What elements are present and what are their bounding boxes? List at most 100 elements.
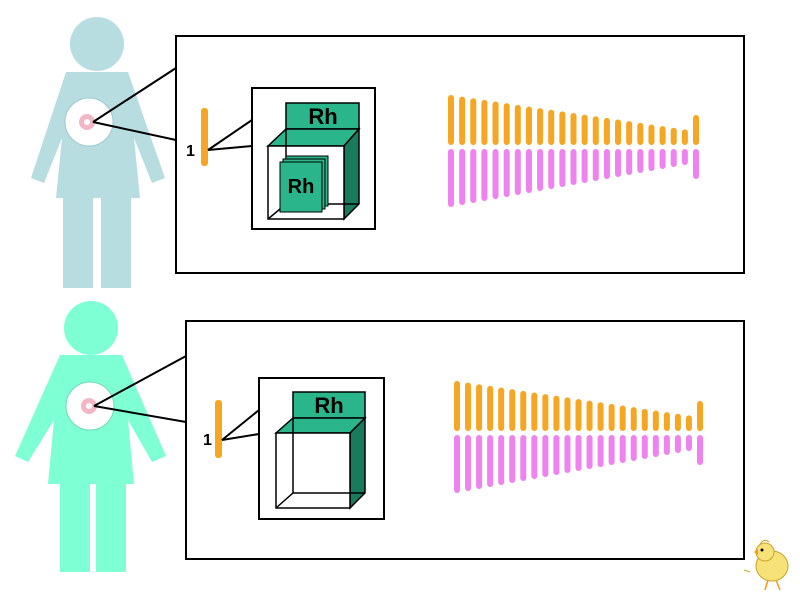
paternal-chromosome: [648, 149, 655, 171]
maternal-chromosome: [626, 121, 633, 145]
cell-bottom: [65, 381, 115, 431]
paternal-chromosome: [597, 435, 604, 467]
maternal-chromosome: [537, 108, 544, 145]
callout-line-top: [92, 67, 177, 123]
paternal-chromosome: [553, 435, 560, 475]
maternal-chromosome: [685, 415, 692, 431]
paternal-chromosome: [531, 435, 538, 479]
maternal-chromosome: [693, 115, 699, 145]
maternal-chromosome: [498, 387, 505, 431]
maternal-chromosome: [615, 119, 622, 145]
maternal-chromosome: [503, 103, 510, 145]
paternal-chromosome: [693, 149, 699, 179]
maternal-chromosome: [697, 401, 703, 431]
zoom-line-top-a: [207, 119, 253, 151]
paternal-chromosome: [564, 435, 571, 473]
paternal-chromosome: [581, 149, 588, 183]
paternal-chromosome: [465, 435, 472, 491]
chromosome-label-bottom: 1: [203, 432, 212, 449]
paternal-chromosome: [520, 435, 527, 481]
callout-line-bottom-2: [93, 405, 187, 423]
paternal-chromosome: [570, 149, 577, 185]
paternal-chromosome: [476, 435, 483, 489]
paternal-chromosome: [559, 149, 566, 187]
paternal-chromosome: [537, 149, 544, 191]
female-figure-bottom: [15, 301, 166, 572]
paternal-chromosome: [674, 435, 681, 453]
maternal-chromosome: [663, 412, 670, 431]
maternal-chromosome: [459, 96, 466, 145]
paternal-chromosome: [514, 149, 521, 195]
paternal-chromosome: [492, 149, 499, 199]
maternal-chromosome: [674, 413, 681, 431]
paternal-chromosome: [603, 149, 610, 179]
maternal-chromosome: [481, 99, 488, 145]
female-figure-top: [31, 17, 165, 288]
paternal-chromosome: [697, 435, 703, 465]
paternal-chromosome: [448, 149, 454, 207]
paternal-chromosome: [470, 149, 477, 203]
maternal-chromosome: [581, 114, 588, 145]
maternal-chromosome: [603, 117, 610, 145]
paternal-chromosome: [454, 435, 460, 493]
chick-icon: [743, 539, 789, 591]
panel-bottom: 1 Rh: [15, 301, 745, 572]
maternal-chromosome: [465, 382, 472, 431]
maternal-chromosome: [670, 127, 677, 145]
paternal-chromosome: [525, 149, 532, 193]
paternal-chromosome: [498, 435, 505, 485]
paternal-chromosome: [487, 435, 494, 487]
chromosome-1-bottom: [215, 400, 222, 458]
maternal-chromosome: [597, 402, 604, 431]
maternal-chromosome: [637, 122, 644, 145]
maternal-chromosome: [564, 397, 571, 431]
karyotype-bottom: [454, 381, 703, 493]
zoom-line-bottom-b: [221, 433, 260, 441]
maternal-chromosome: [476, 384, 483, 431]
inner-gene-top: [279, 155, 329, 213]
maternal-chromosome: [525, 106, 532, 145]
paternal-chromosome: [641, 435, 648, 459]
maternal-chromosome: [652, 410, 659, 431]
chromosome-1-top: [201, 108, 208, 166]
paternal-chromosome: [608, 435, 615, 465]
paternal-chromosome: [575, 435, 582, 471]
maternal-chromosome: [454, 381, 460, 431]
maternal-chromosome: [575, 399, 582, 431]
maternal-chromosome: [487, 385, 494, 431]
gene-box-bottom: [274, 391, 367, 510]
callout-line-top-2: [92, 121, 177, 141]
paternal-chromosome: [652, 435, 659, 457]
zoom-line-top-b: [207, 145, 253, 151]
maternal-chromosome: [492, 101, 499, 145]
maternal-chromosome: [648, 124, 655, 145]
maternal-chromosome: [681, 129, 688, 145]
paternal-chromosome: [548, 149, 555, 189]
cell-top: [64, 97, 114, 147]
paternal-chromosome: [481, 149, 488, 201]
paternal-chromosome: [542, 435, 549, 477]
maternal-chromosome: [619, 405, 626, 431]
paternal-chromosome: [637, 149, 644, 173]
maternal-chromosome: [570, 113, 577, 145]
callout-line-bottom: [93, 355, 187, 407]
zoom-line-bottom-a: [221, 409, 260, 441]
paternal-chromosome: [685, 435, 692, 451]
maternal-chromosome: [592, 116, 599, 145]
maternal-chromosome: [659, 126, 666, 145]
paternal-chromosome: [630, 435, 637, 461]
maternal-chromosome: [553, 395, 560, 431]
paternal-chromosome: [459, 149, 466, 205]
paternal-chromosome: [670, 149, 677, 167]
paternal-chromosome: [663, 435, 670, 455]
maternal-chromosome: [531, 392, 538, 431]
maternal-chromosome: [608, 403, 615, 431]
paternal-chromosome: [615, 149, 622, 177]
maternal-chromosome: [520, 390, 527, 431]
paternal-chromosome: [659, 149, 666, 169]
maternal-chromosome: [448, 95, 454, 145]
paternal-chromosome: [681, 149, 688, 165]
panel-top: 1 Rh Rh: [31, 17, 745, 288]
maternal-chromosome: [514, 104, 521, 145]
